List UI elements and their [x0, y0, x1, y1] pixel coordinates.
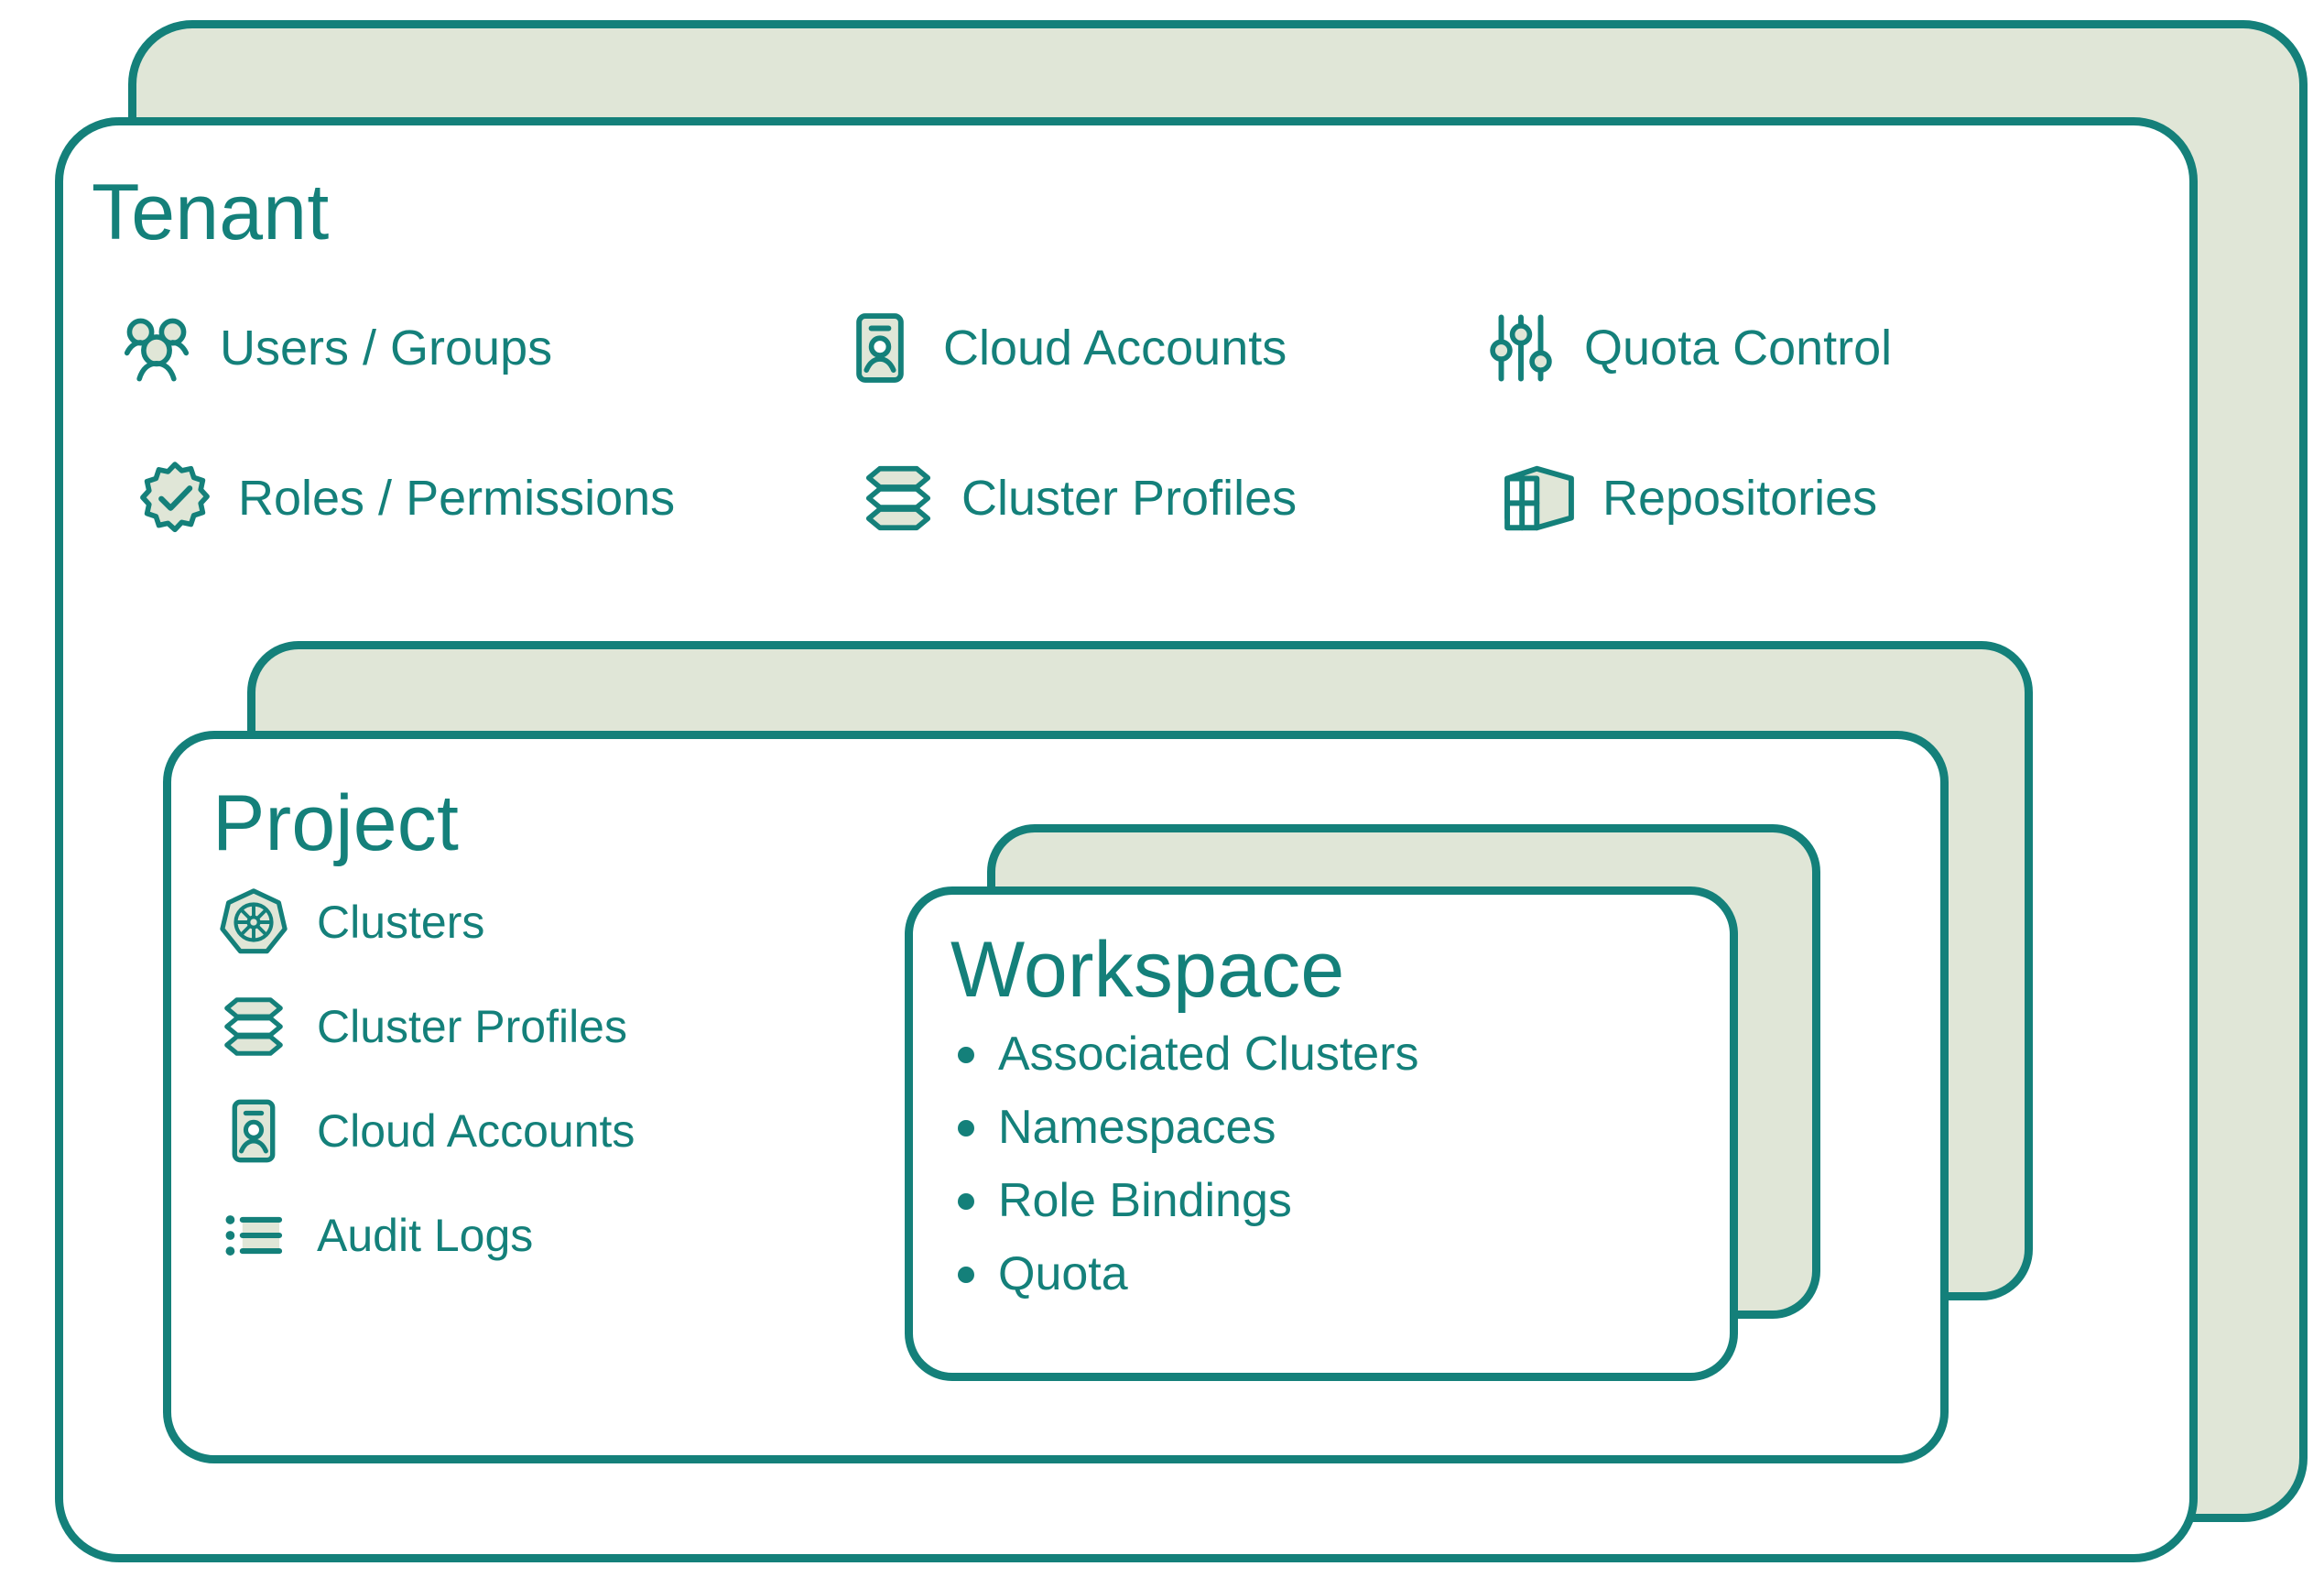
- stacked-layers-icon: [859, 459, 938, 538]
- tenant-item-label: Repositories: [1602, 471, 1878, 526]
- users-group-icon: [117, 309, 196, 387]
- tenant-item-label: Roles / Permissions: [238, 471, 676, 526]
- tenant-item-label: Cluster Profiles: [961, 471, 1298, 526]
- tenant-item-users-groups[interactable]: Users / Groups: [117, 309, 841, 387]
- project-item-cloud-accounts[interactable]: Cloud Accounts: [218, 1095, 635, 1167]
- tenant-title: Tenant: [92, 169, 330, 256]
- bulleted-list-icon: [218, 1200, 289, 1271]
- list-item: Associated Clusters: [956, 1030, 1419, 1078]
- project-title: Project: [212, 779, 460, 867]
- list-item: Role Bindings: [956, 1177, 1419, 1224]
- list-item: Namespaces: [956, 1104, 1419, 1151]
- workspace-card: [905, 886, 1738, 1381]
- project-item-cluster-profiles[interactable]: Cluster Profiles: [218, 991, 635, 1062]
- project-item-audit-logs[interactable]: Audit Logs: [218, 1200, 635, 1271]
- badge-check-icon: [136, 459, 214, 538]
- tenant-item-cloud-accounts[interactable]: Cloud Accounts: [841, 309, 1482, 387]
- project-item-clusters[interactable]: Clusters: [218, 886, 635, 958]
- workspace-title: Workspace: [950, 926, 1345, 1014]
- project-item-label: Audit Logs: [317, 1210, 534, 1261]
- tenant-item-cluster-profiles[interactable]: Cluster Profiles: [859, 459, 1482, 538]
- sliders-icon: [1482, 309, 1560, 387]
- tenant-feature-grid: Users / Groups Cloud Accounts: [117, 302, 2095, 544]
- tenant-item-label: Cloud Accounts: [943, 321, 1287, 375]
- tenant-item-roles-permissions[interactable]: Roles / Permissions: [136, 459, 841, 538]
- tenant-item-quota-control[interactable]: Quota Control: [1482, 309, 1994, 387]
- project-item-label: Cluster Profiles: [317, 1001, 627, 1052]
- project-item-label: Clusters: [317, 897, 485, 948]
- id-badge-icon: [218, 1095, 289, 1167]
- workspace-feature-list: Associated Clusters Namespaces Role Bind…: [956, 1030, 1419, 1323]
- id-badge-icon: [841, 309, 919, 387]
- tenant-item-repositories[interactable]: Repositories: [1500, 459, 1994, 538]
- tenant-item-label: Users / Groups: [220, 321, 553, 375]
- list-item: Quota: [956, 1250, 1419, 1298]
- container-box-icon: [1500, 459, 1579, 538]
- project-item-label: Cloud Accounts: [317, 1105, 635, 1157]
- project-feature-list: Clusters Cluster Profiles: [218, 886, 635, 1271]
- tenant-item-label: Quota Control: [1584, 321, 1893, 375]
- kubernetes-helm-icon: [218, 886, 289, 958]
- stacked-layers-icon: [218, 991, 289, 1062]
